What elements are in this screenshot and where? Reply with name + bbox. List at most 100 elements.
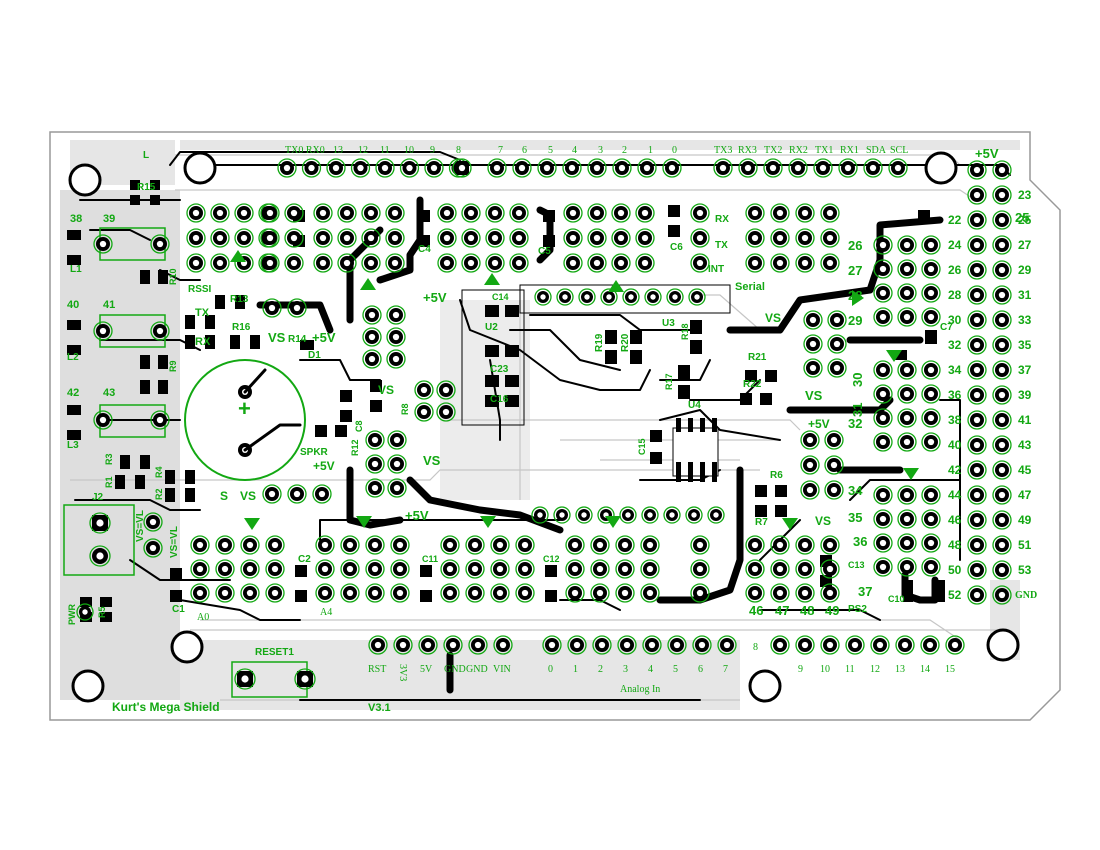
pad-hole [998,416,1006,424]
pad-hole [496,541,504,549]
rail-pin-number: 27 [1018,238,1032,252]
pad-ring [390,559,410,579]
pad-ring [770,253,790,273]
svg-text:R18: R18 [680,323,690,340]
pad-hole [319,209,327,217]
svg-text:26: 26 [848,238,862,253]
pad-hole [392,311,400,319]
pad-hole [851,641,859,649]
rail-pin-number: 40 [948,438,962,452]
pad-ring [340,535,360,555]
pad-ring [838,158,858,178]
pad-ring [93,234,113,254]
pad-ring [385,253,405,273]
pad-ring [485,203,505,223]
pad-ring [365,430,385,450]
pad-hole [156,327,164,335]
pad-ring [967,560,987,580]
pad-ring [284,228,304,248]
pad-ring [992,585,1012,605]
pad-ring [967,335,987,355]
pad-hole [826,541,834,549]
pad-ring [803,310,823,330]
pad-ring [375,158,395,178]
pad-ring [611,203,631,223]
svg-text:3: 3 [623,664,628,675]
svg-text:R14: R14 [288,334,307,345]
pad-ring [635,253,655,273]
u4-chip [672,418,719,482]
pad-ring [210,228,230,248]
pad-hole [371,565,379,573]
pad-hole [973,341,981,349]
pad-hole [751,234,759,242]
pad-hole [776,589,784,597]
pad-ring [315,535,335,555]
pad-ring [992,335,1012,355]
pad-hole [973,416,981,424]
pad-hole [396,589,404,597]
pad-ring [795,583,815,603]
pad-ring [437,228,457,248]
pad-hole [271,565,279,573]
pad-hole [367,209,375,217]
pad-hole [641,259,649,267]
pad-ring [690,203,710,223]
svg-text:L1: L1 [70,264,82,275]
svg-text:+5V: +5V [405,508,429,523]
pad-hole [240,209,248,217]
pad-hole [806,461,814,469]
pad-ring [186,253,206,273]
pad-hole [776,209,784,217]
pad-hole [446,565,454,573]
pad-hole [998,266,1006,274]
pad-hole [672,294,678,300]
pad-ring [770,228,790,248]
pad-ring [873,509,893,529]
pad-ring [992,560,1012,580]
svg-text:R3: R3 [104,453,114,465]
svg-text:GND: GND [444,664,466,675]
pad-ring [468,635,488,655]
pad-ring [393,635,413,655]
svg-text:R22: R22 [743,379,762,390]
pad-hole [973,191,981,199]
svg-text:R9: R9 [168,360,178,372]
pad-ring [562,158,582,178]
pad-hole [321,589,329,597]
electrolytic-capacitor: + [184,359,306,481]
svg-text:SDA: SDA [866,145,887,156]
pad-ring [93,321,113,341]
pad-hole [668,164,676,172]
pad-ring [553,506,571,524]
rail-pin-number: 41 [1018,413,1032,427]
pad-hole [518,164,526,172]
pad-ring [234,203,254,223]
pad-ring [897,259,917,279]
svg-text:TX3: TX3 [714,145,732,156]
pad-hole [192,209,200,217]
pad-ring [873,485,893,505]
pad-ring [365,535,385,555]
pad-hole [751,209,759,217]
pad-ring [738,158,758,178]
pad-ring [315,583,335,603]
pad-ring [337,228,357,248]
pad-ring [662,158,682,178]
pad-hole [713,512,719,518]
pad-ring [967,535,987,555]
pad-ring [667,635,687,655]
pad-hole [998,516,1006,524]
pad-ring [921,557,941,577]
pad-hole [973,241,981,249]
pad-hole [973,516,981,524]
pad-hole [776,641,784,649]
pad-hole [321,565,329,573]
pad-ring [485,253,505,273]
pad-ring [795,535,815,555]
pad-ring [386,349,406,369]
pad-hole [927,366,935,374]
svg-text:6: 6 [522,145,527,156]
pad-hole [156,416,164,424]
pad-ring [312,484,332,504]
